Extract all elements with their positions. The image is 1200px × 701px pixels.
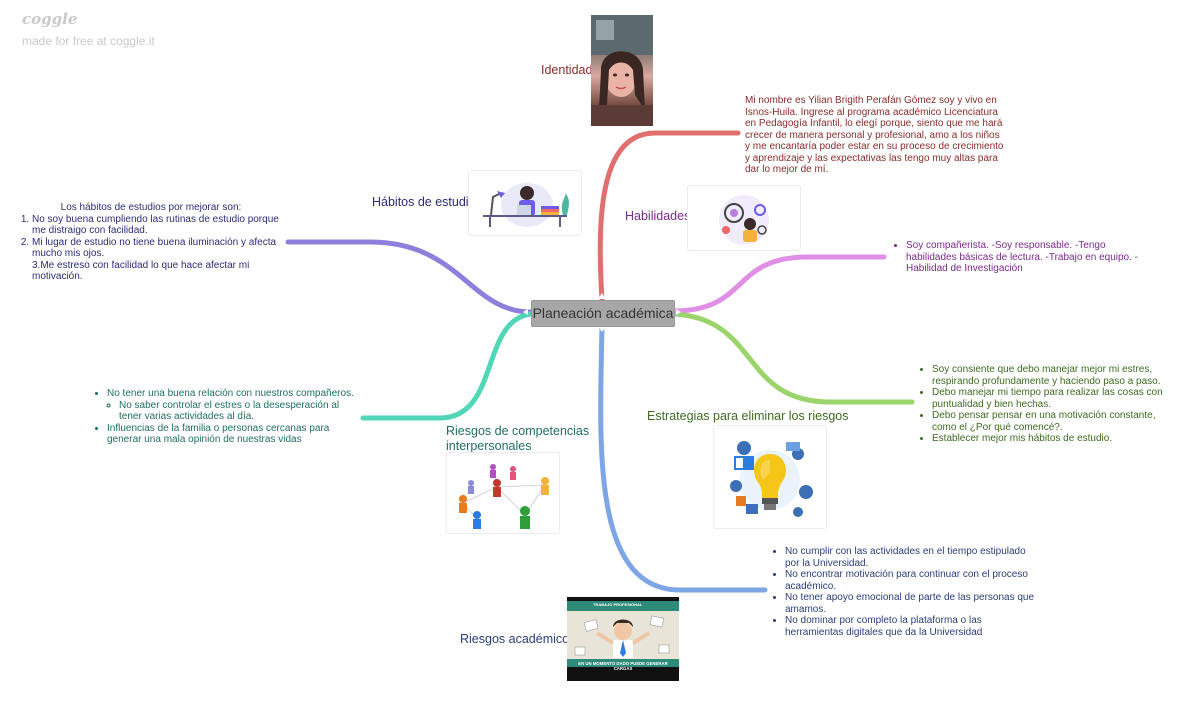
image-banner-bottom: EN UN MOMENTO DADO PUEDE GENERAR CARGAS [578, 661, 668, 671]
node-riesgos-competencias[interactable]: Riesgos de competencias interpersonales [446, 424, 590, 453]
riesgos-academicos-item: No tener apoyo emocional de parte de las… [785, 592, 1036, 615]
habitos-extra: 3.Me estreso con facilidad lo que hace a… [32, 259, 250, 283]
central-node[interactable]: Planeación académica [531, 300, 675, 327]
habilidades-list: Soy compañerista. -Soy responsable. -Ten… [892, 240, 1157, 275]
skills-illustration [719, 195, 769, 245]
habitos-intro: Los hábitos de estudios por mejorar son: [60, 202, 242, 213]
connector-arrow [523, 309, 528, 315]
connector-arrow [598, 326, 606, 332]
coggle-tagline[interactable]: made for free at coggle.it [22, 34, 155, 48]
habitos-item: Mi lugar de estudio no tiene buena ilumi… [32, 237, 284, 260]
stressed-worker-illustration [567, 601, 679, 667]
habitos-list: No soy buena cumpliendo las rutinas de e… [18, 214, 284, 260]
habitos-item: No soy buena cumpliendo las rutinas de e… [32, 214, 284, 237]
lightbulb-ideas-illustration [730, 441, 813, 517]
estrategias-image [713, 425, 827, 529]
identidad-text: Mi nombre es Yilian Brigith Perafán Góme… [745, 95, 1004, 175]
connector-arrow [676, 309, 681, 315]
branch-riesgos-comp [360, 311, 534, 421]
riesgos-competencias-item-text: No tener una buena relación con nuestros… [107, 388, 354, 399]
riesgos-competencias-item: No tener una buena relación con nuestros… [107, 388, 363, 423]
node-identidad[interactable]: Identidad [541, 63, 593, 77]
habitos-image [468, 170, 582, 236]
estrategias-item: Soy consiente que debo manejar mejor mi … [932, 364, 1180, 387]
riesgos-academicos-item: No cumplir con las actividades en el tie… [785, 546, 1036, 569]
estrategias-list: Soy consiente que debo manejar mejor mi … [918, 364, 1180, 445]
branch-identidad [597, 130, 741, 303]
estrategias-item: Debo pensar pensar en una motivación con… [932, 410, 1180, 433]
study-desk-illustration [483, 183, 569, 227]
node-habilidades[interactable]: Habilidades [625, 209, 691, 223]
identidad-photo [591, 15, 653, 126]
node-estrategias[interactable]: Estrategias para eliminar los riesgos [647, 409, 849, 423]
branch-estrategias [670, 311, 915, 405]
riesgos-academicos-image: TRABAJO PROFESIONAL EN UN MOMENTO DADO P… [567, 597, 679, 681]
branch-habitos [285, 239, 534, 315]
estrategias-item: Debo manejar mi tiempo para realizar las… [932, 387, 1180, 410]
estrategias-notes: Soy consiente que debo manejar mejor mi … [918, 364, 1180, 445]
riesgos-academicos-notes: No cumplir con las actividades en el tie… [771, 546, 1036, 638]
node-riesgos-academicos[interactable]: Riesgos académicos [460, 632, 576, 646]
estrategias-item: Establecer mejor mis hábitos de estudio. [932, 433, 1180, 445]
habilidades-notes: Soy compañerista. -Soy responsable. -Ten… [892, 240, 1157, 275]
riesgos-competencias-subitem: No saber controlar el estres o la desesp… [119, 400, 363, 423]
habilidades-image [687, 185, 801, 251]
habilidades-item: Soy compañerista. -Soy responsable. -Ten… [906, 240, 1157, 275]
riesgos-competencias-notes: No tener una buena relación con nuestros… [93, 388, 363, 446]
riesgos-academicos-item: No dominar por completo la plataforma o … [785, 615, 1036, 638]
portrait-image [591, 15, 653, 126]
branch-habilidades [670, 254, 887, 314]
node-habitos[interactable]: Hábitos de estudio [372, 195, 476, 209]
riesgos-academicos-item: No encontrar motivación para continuar c… [785, 569, 1036, 592]
riesgos-competencias-image [446, 452, 560, 534]
riesgos-competencias-sublist: No saber controlar el estres o la desesp… [107, 400, 363, 423]
habitos-notes: Los hábitos de estudios por mejorar son:… [18, 202, 284, 283]
people-network-illustration [459, 464, 549, 529]
riesgos-competencias-item: Influencias de la familia o personas cer… [107, 423, 363, 446]
image-banner-top: TRABAJO PROFESIONAL [593, 602, 643, 607]
riesgos-academicos-list: No cumplir con las actividades en el tie… [771, 546, 1036, 638]
connector-arrow [598, 293, 606, 299]
coggle-logo[interactable]: coggle [22, 10, 78, 28]
riesgos-competencias-list: No tener una buena relación con nuestros… [93, 388, 363, 446]
branch-riesgos-acad [598, 322, 768, 593]
